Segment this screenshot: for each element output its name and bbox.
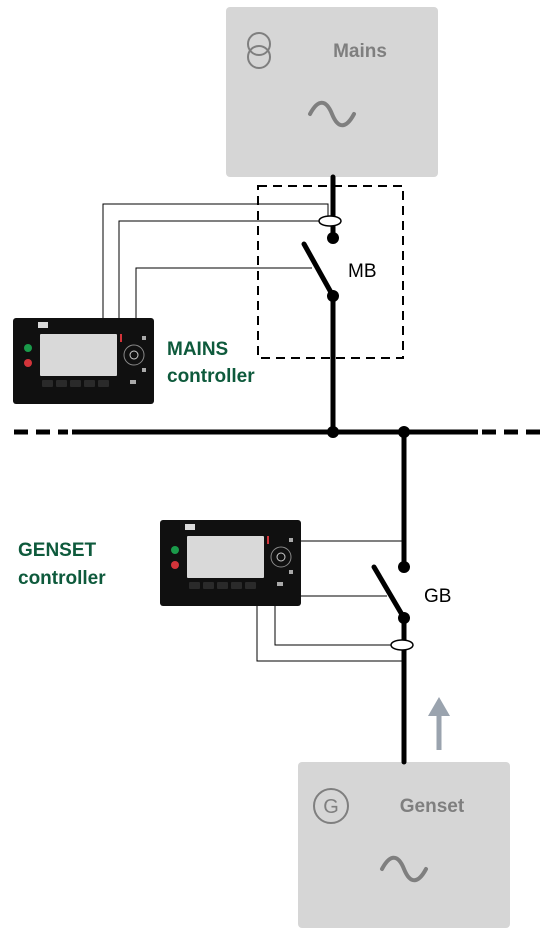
mains-controller-label-line2: controller	[167, 366, 255, 387]
busbar-node-mains	[327, 426, 339, 438]
generator-symbol: G	[323, 796, 339, 818]
genset-ac-wave-icon	[380, 855, 428, 883]
genset-controller-device	[160, 520, 301, 606]
genset-controller-label-line1: GENSET	[18, 540, 97, 561]
mains-source: Mains	[226, 7, 438, 177]
generator-icon	[313, 788, 349, 824]
mains-line	[301, 174, 336, 435]
mains-breaker-blade	[301, 241, 336, 299]
genset-breaker-label: GB	[424, 586, 451, 607]
genset-breaker-blade	[371, 564, 407, 621]
genset-source: G Genset	[298, 762, 510, 928]
mains-breaker-bottom-node	[327, 290, 339, 302]
genset-controller-wiring	[256, 540, 405, 662]
genset-breaker-top-node	[398, 561, 410, 573]
start-button-icon	[171, 546, 179, 554]
mains-ac-wave-icon	[308, 100, 356, 128]
mains-label: Mains	[333, 41, 387, 62]
mains-breaker-dashed-boundary	[257, 185, 404, 359]
mains-controller-wiring	[102, 203, 329, 318]
genset-box	[298, 762, 510, 928]
mains-current-transformer	[318, 215, 342, 227]
stop-button-icon	[171, 561, 179, 569]
genset-current-transformer	[390, 639, 414, 651]
stop-button-icon	[24, 359, 32, 367]
mains-controller-label-line1: MAINS	[167, 339, 228, 360]
genset-line	[371, 429, 407, 765]
mains-breaker-top-node	[327, 232, 339, 244]
mains-controller-screen	[40, 334, 117, 376]
genset-label: Genset	[400, 796, 465, 817]
power-flow-up-arrow-icon	[428, 697, 450, 750]
start-button-icon	[24, 344, 32, 352]
mains-box	[226, 7, 438, 177]
busbar-node-genset	[398, 426, 410, 438]
genset-controller-label-line2: controller	[18, 568, 106, 589]
mains-controller-device	[13, 318, 154, 404]
transformer-icon	[247, 32, 271, 69]
genset-breaker-bottom-node	[398, 612, 410, 624]
genset-controller-screen	[187, 536, 264, 578]
mains-breaker-label: MB	[348, 261, 377, 282]
